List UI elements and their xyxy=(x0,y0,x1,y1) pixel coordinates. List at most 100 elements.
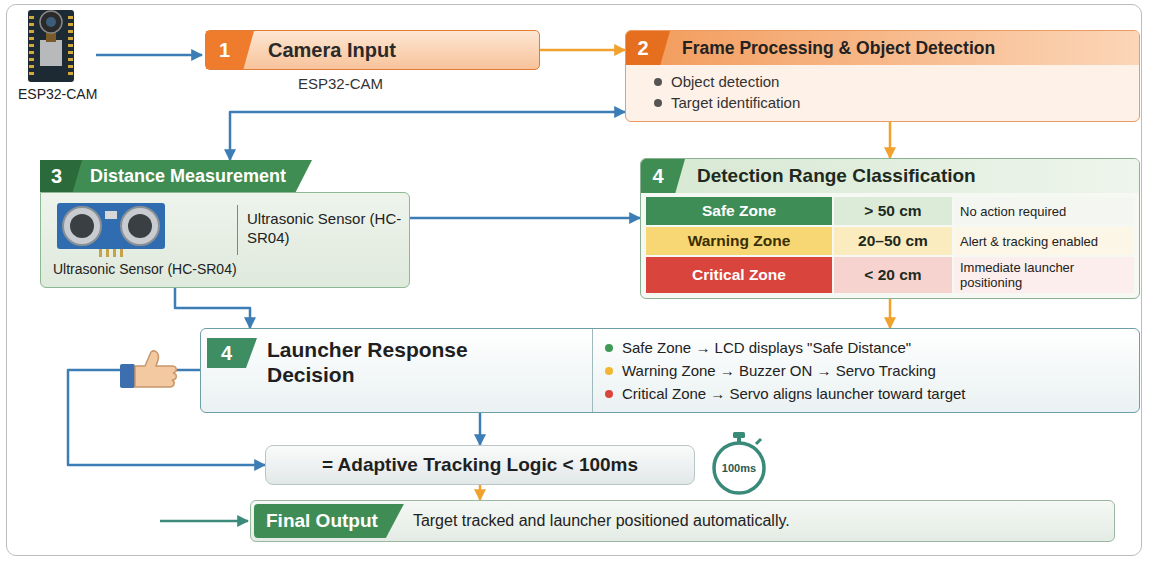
connector xyxy=(479,485,482,500)
board xyxy=(28,10,74,82)
sensor-pins xyxy=(99,249,123,257)
bullet-text: Warning Zone → Buzzer ON → Servo Trackin… xyxy=(622,359,1127,382)
zone-name: Critical Zone xyxy=(692,266,786,284)
camera-lens xyxy=(40,11,62,33)
connector xyxy=(410,217,640,220)
transducer-mesh xyxy=(70,214,94,238)
bullet-row: Object detection xyxy=(654,71,1129,92)
bullet-row: Warning Zone → Buzzer ON → Servo Trackin… xyxy=(605,359,1127,382)
box-title: Launcher Response Decision xyxy=(267,337,503,387)
step-badge: 2 xyxy=(626,31,670,65)
output-arrow xyxy=(160,520,248,523)
bullet-text: Critical Zone → Servo aligns launcher to… xyxy=(622,382,1127,405)
zone-name: Warning Zone xyxy=(688,232,791,250)
output-box: Final Output Target tracked and launcher … xyxy=(250,500,1115,542)
transducer xyxy=(63,207,101,245)
step-number: 4 xyxy=(207,338,246,368)
input-arrow xyxy=(96,54,202,57)
connector xyxy=(889,299,892,328)
panel-body: Ultrasonic Sensor (HC-SR04) Ultrasonic Se… xyxy=(40,192,410,288)
transducer-mesh xyxy=(128,214,152,238)
ultrasonic-sensor-art xyxy=(55,197,167,257)
crystal xyxy=(105,211,117,219)
action-cell: Immediate launcher positioning xyxy=(954,257,1134,293)
timer-label: 100ms xyxy=(706,461,772,475)
zone-name: Safe Zone xyxy=(702,202,776,220)
tab-title: Final Output xyxy=(266,504,378,538)
bullet-dot xyxy=(605,344,613,352)
decision-heading: 4 Launcher Response Decision xyxy=(201,329,593,412)
range-cell: 20–50 cm xyxy=(834,227,952,255)
panel-title: Distance Measurement xyxy=(90,160,286,192)
bullet-text: Safe Zone → LCD displays "Safe Distance" xyxy=(622,336,1127,359)
bullet-row: Critical Zone → Servo aligns launcher to… xyxy=(605,382,1127,405)
box-header: 4 Detection Range Classification xyxy=(641,159,1139,193)
box-title: Frame Processing & Object Detection xyxy=(682,31,995,65)
sleeve xyxy=(120,364,135,388)
zone-cell: Warning Zone xyxy=(646,227,832,255)
thumbs-up-icon xyxy=(120,351,176,388)
box-body: Object detectionTarget identification xyxy=(626,65,1139,121)
output-tab: Final Output xyxy=(254,504,404,538)
sensor-name: Ultrasonic Sensor (HC-SR04) xyxy=(247,209,402,247)
box-title: Camera Input xyxy=(268,31,396,69)
sensor-board xyxy=(57,203,165,249)
zone-cell: Critical Zone xyxy=(646,257,832,293)
range-value: > 50 cm xyxy=(864,202,921,220)
divider-line xyxy=(237,205,238,255)
device-label: ESP32-CAM xyxy=(18,86,97,102)
zone-cell: Safe Zone xyxy=(646,197,832,225)
bullet-dot xyxy=(654,78,662,86)
box-title: = Adaptive Tracking Logic < 100ms xyxy=(276,453,684,477)
step-number: 3 xyxy=(40,160,73,192)
sensor-caption: Ultrasonic Sensor (HC-SR04) xyxy=(53,261,237,277)
range-value: < 20 cm xyxy=(864,266,921,284)
process-box: 1Camera InputESP32-CAM xyxy=(205,30,540,70)
connector xyxy=(175,288,250,328)
bullet-dot xyxy=(605,390,613,398)
lens-glass xyxy=(46,17,56,27)
panel-header: 3 Distance Measurement xyxy=(40,160,312,192)
transducer xyxy=(121,207,159,245)
action-cell: Alert & tracking enabled xyxy=(954,227,1134,255)
step-number: 4 xyxy=(641,159,675,193)
sensor-panel: 3 Distance Measurement Ultrasonic Sensor … xyxy=(40,160,410,288)
connector xyxy=(230,112,625,160)
connector xyxy=(889,122,892,158)
bullet-row: Target identification xyxy=(654,92,1129,113)
bullet-text: Object detection xyxy=(671,71,1129,92)
board-pins xyxy=(29,16,73,75)
step-number: 2 xyxy=(626,31,660,65)
box-title: Detection Range Classification xyxy=(697,159,976,193)
box-header: 2 Frame Processing & Object Detection xyxy=(626,31,1139,65)
step-badge: 3 xyxy=(40,160,82,192)
range-cell: < 20 cm xyxy=(834,257,952,293)
action-note: No action required xyxy=(960,204,1066,219)
step-badge: 1 xyxy=(206,31,254,69)
bullet-row: Safe Zone → LCD displays "Safe Distance" xyxy=(605,336,1127,359)
bullet-dot xyxy=(654,99,662,107)
range-cell: > 50 cm xyxy=(834,197,952,225)
classification-table-box: 4Detection Range ClassificationSafe Zone… xyxy=(640,158,1140,299)
decision-rules: Safe Zone → LCD displays "Safe Distance"… xyxy=(593,329,1139,412)
output-text: Target tracked and launcher positioned a… xyxy=(407,507,1114,535)
action-note: Immediate launcher positioning xyxy=(960,260,1128,290)
connector xyxy=(479,413,482,445)
module-shield xyxy=(40,40,62,66)
esp32-cam-board xyxy=(28,10,74,82)
zone-table: Safe Zone > 50 cm No action requiredWarnin… xyxy=(641,193,1139,298)
range-value: 20–50 cm xyxy=(858,232,928,250)
action-cell: No action required xyxy=(954,197,1134,225)
step-number: 1 xyxy=(206,31,243,69)
bullet-text: Target identification xyxy=(671,92,1129,113)
process-box: 2Frame Processing & Object DetectionObje… xyxy=(625,30,1140,122)
decision-box: 4 Launcher Response Decision Safe Zone → L… xyxy=(200,328,1140,413)
connector xyxy=(540,49,625,52)
hand xyxy=(135,351,176,387)
action-note: Alert & tracking enabled xyxy=(960,234,1098,249)
bullet-dot xyxy=(605,367,613,375)
logic-box: = Adaptive Tracking Logic < 100ms xyxy=(265,445,695,485)
step-badge: 4 xyxy=(641,159,685,193)
stopwatch-side xyxy=(756,439,761,444)
